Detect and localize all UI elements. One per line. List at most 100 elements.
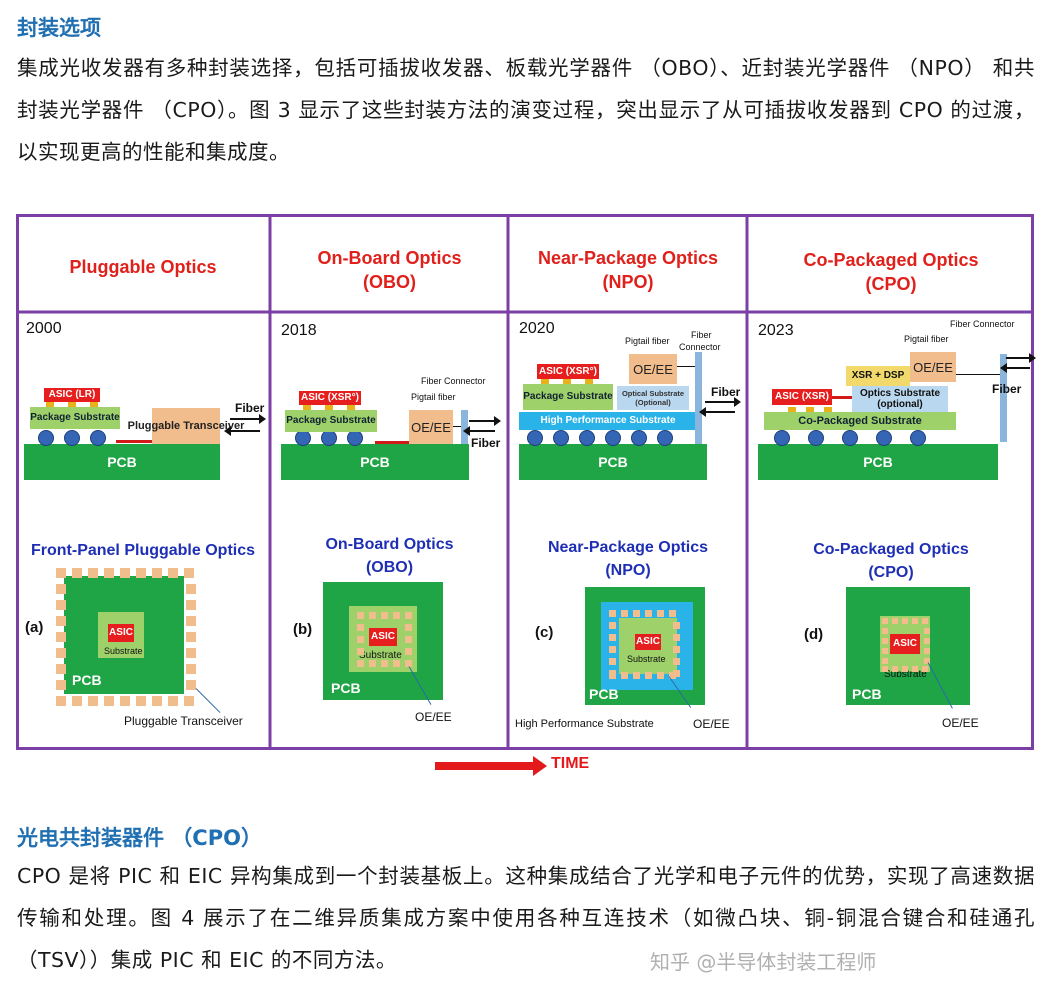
pad xyxy=(902,666,908,672)
hps-bottom-label: High Performance Substrate xyxy=(515,718,654,730)
pad xyxy=(56,680,66,690)
microbump xyxy=(806,407,814,412)
microbump xyxy=(563,379,571,384)
connector-label-line1: Fiber xyxy=(691,330,712,340)
microbump xyxy=(585,379,593,384)
pad xyxy=(186,680,196,690)
pad xyxy=(405,660,412,667)
pad xyxy=(88,696,98,706)
solder-ball xyxy=(774,430,790,446)
arrow-in xyxy=(463,426,495,436)
microbump xyxy=(541,379,549,384)
pad xyxy=(186,584,196,594)
electrical-trace xyxy=(375,441,413,444)
pad xyxy=(609,634,616,641)
panel-title: Pluggable Optics xyxy=(69,257,217,277)
pad xyxy=(924,628,930,634)
solder-ball xyxy=(321,430,337,446)
arrow-in xyxy=(699,407,735,417)
pad xyxy=(924,648,930,654)
pad xyxy=(72,568,82,578)
pad xyxy=(381,660,388,667)
subfigure-letter: (b) xyxy=(293,621,313,638)
pad xyxy=(136,696,146,706)
pad xyxy=(120,696,130,706)
panel-title: Co-Packaged Optics xyxy=(803,250,979,270)
fiber-label: Fiber xyxy=(471,436,501,450)
oe-ee-module: OE/EE xyxy=(629,354,677,384)
solder-ball xyxy=(553,430,569,446)
co-packaged-substrate: Co-Packaged Substrate xyxy=(764,412,956,430)
connector-label-line2: Connector xyxy=(679,342,721,352)
asic-chip: ASIC (XSR°) xyxy=(537,364,599,379)
solder-ball xyxy=(657,430,673,446)
microbump xyxy=(68,402,76,407)
pad xyxy=(912,618,918,624)
solder-ball xyxy=(631,430,647,446)
pigtail-label: Pigtail fiber xyxy=(625,336,670,346)
pad xyxy=(186,632,196,642)
fiber-label: Fiber xyxy=(235,401,265,415)
pad xyxy=(924,658,930,664)
arrow-out xyxy=(705,397,741,407)
pcb-block: PCB xyxy=(281,444,469,480)
subfigure-letter: (a) xyxy=(25,619,44,636)
pad xyxy=(56,696,66,706)
pad xyxy=(673,646,680,653)
xsr-dsp-chip: XSR + DSP xyxy=(846,366,910,386)
microbump xyxy=(788,407,796,412)
pad xyxy=(609,658,616,665)
oe-ee-module: OE/EE xyxy=(910,352,956,382)
bottom-title: Co-Packaged Optics xyxy=(813,541,969,558)
pad xyxy=(56,616,66,626)
pigtail-label: Pigtail fiber xyxy=(411,392,456,402)
asic-chip: ASIC (XSR°) xyxy=(299,391,361,405)
pad xyxy=(882,618,888,624)
pad xyxy=(633,672,640,679)
pad xyxy=(922,666,928,672)
connector-label: Fiber Connector xyxy=(950,319,1015,329)
bottom-title-abbr: (OBO) xyxy=(365,559,414,576)
year-label: 2000 xyxy=(26,320,62,337)
pointer-label: OE/EE xyxy=(942,716,979,730)
pad xyxy=(120,568,130,578)
asic-core: ASIC xyxy=(890,634,920,654)
pcb-block: PCB xyxy=(24,444,220,480)
pad xyxy=(56,664,66,674)
arrow-in xyxy=(1000,363,1030,373)
pluggable-transceiver: Pluggable Transceiver xyxy=(128,408,244,444)
substrate-core-label: Substrate xyxy=(359,650,402,661)
electrical-trace xyxy=(832,396,852,399)
fiber-label: Fiber xyxy=(711,385,741,399)
asic-core: ASIC xyxy=(108,624,134,642)
pigtail-fiber xyxy=(956,374,1000,375)
microbump xyxy=(46,402,54,407)
arrow-out xyxy=(469,416,501,426)
connector-label: Fiber Connector xyxy=(421,376,486,386)
pad xyxy=(357,648,364,655)
pad xyxy=(673,634,680,641)
section-heading-packaging-options: 封装选项 xyxy=(17,16,101,40)
pad xyxy=(633,610,640,617)
pad xyxy=(882,628,888,634)
pad xyxy=(369,660,376,667)
pad xyxy=(924,638,930,644)
panel-title-abbr: (OBO) xyxy=(363,272,416,292)
solder-ball xyxy=(876,430,892,446)
pad xyxy=(136,568,146,578)
pad xyxy=(152,696,162,706)
cpo-paragraph: CPO 是将 PIC 和 EIC 异构集成到一个封装基板上。这种集成结合了光学和… xyxy=(17,864,1035,972)
panel-npo: Near-Package Optics (NPO) 2020 PCB High … xyxy=(509,214,747,750)
pcb-label-topview: PCB xyxy=(72,672,102,688)
asic-chip: ASIC (LR) xyxy=(44,388,100,402)
optics-substrate-optional: (optional) xyxy=(877,398,923,410)
solder-ball xyxy=(64,430,80,446)
pad xyxy=(369,612,376,619)
asic-chip: ASIC (XSR) xyxy=(772,389,832,405)
pointer-line xyxy=(195,688,221,713)
electrical-trace xyxy=(116,440,154,443)
fiber-connector xyxy=(695,352,702,444)
package-substrate: Package Substrate xyxy=(30,407,120,429)
pad xyxy=(152,568,162,578)
pad xyxy=(357,636,364,643)
